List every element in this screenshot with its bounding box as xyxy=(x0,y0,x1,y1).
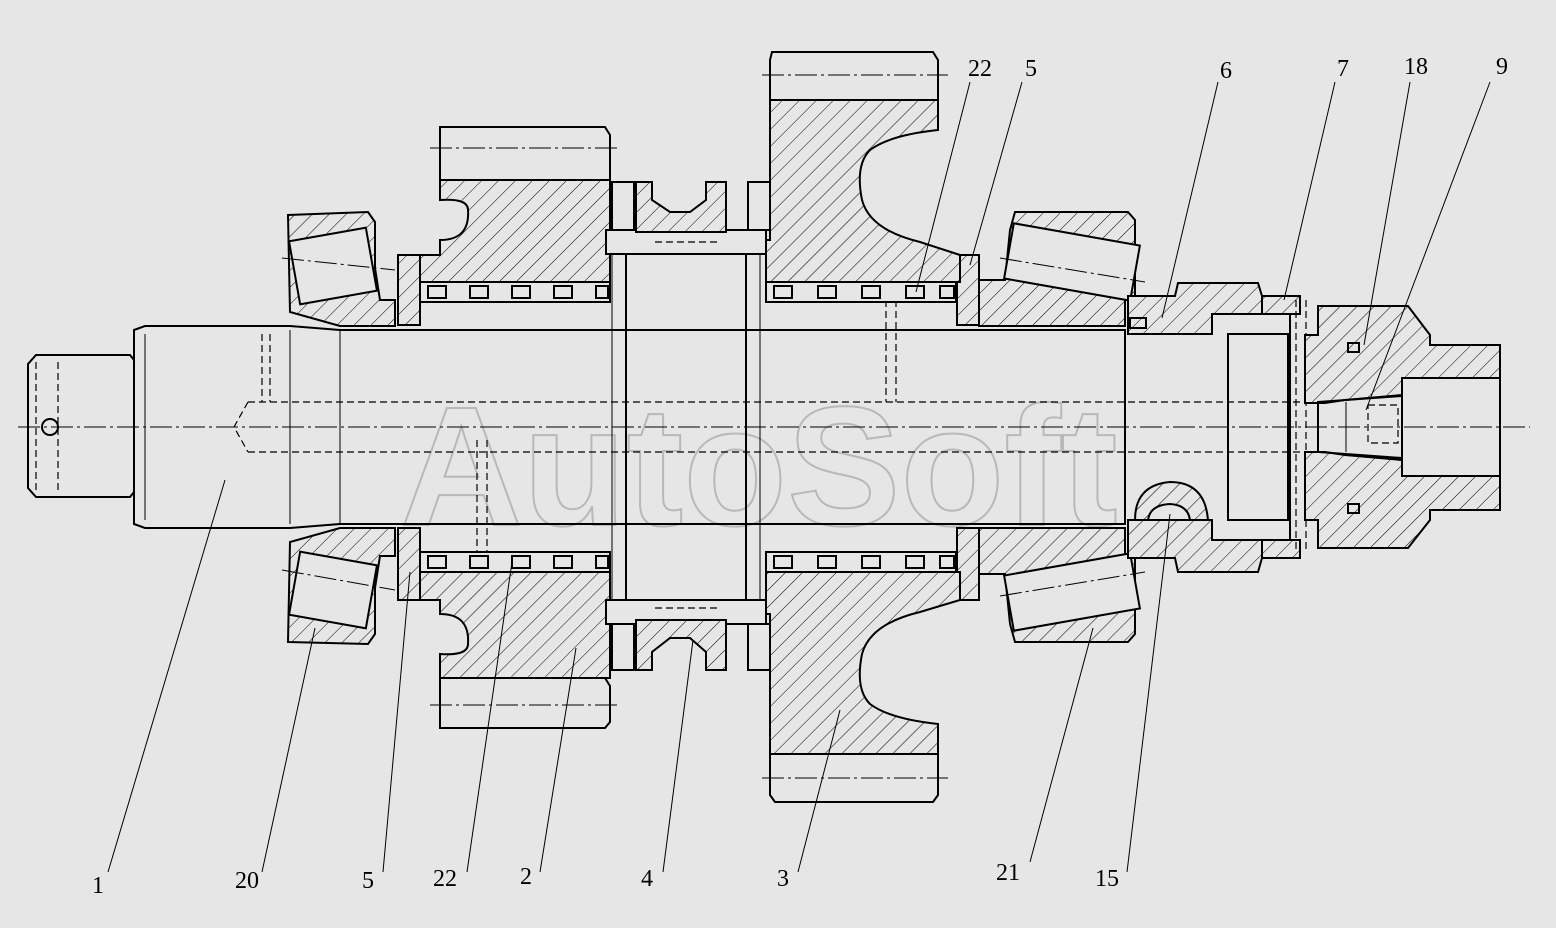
callout-21: 21 xyxy=(996,860,1020,886)
callout-4: 4 xyxy=(641,866,653,892)
leader-lines xyxy=(107,81,1491,873)
fitting-7 xyxy=(1212,295,1307,559)
lock-washer-15 xyxy=(1133,480,1210,521)
washer-5-left-top xyxy=(397,254,421,326)
callout-18: 18 xyxy=(1404,54,1428,80)
callout-1: 1 xyxy=(92,873,104,899)
needle-bearing-22-right xyxy=(765,281,957,573)
callout-2: 2 xyxy=(520,864,532,890)
gear-2 xyxy=(419,126,620,729)
callout-20: 20 xyxy=(235,868,259,894)
gear-3 xyxy=(762,51,961,803)
callout-5-bottom: 5 xyxy=(362,868,374,894)
needle-bearing-22-left xyxy=(419,281,611,573)
callout-6: 6 xyxy=(1220,58,1232,84)
callout-15: 15 xyxy=(1095,866,1119,892)
connector-9 xyxy=(1304,305,1501,549)
callout-labels: 1 20 5 22 2 4 3 21 15 22 5 6 7 18 9 xyxy=(92,54,1508,899)
callout-22-bottom: 22 xyxy=(433,866,457,892)
left-bearing-20 xyxy=(281,210,396,646)
right-bearing-21 xyxy=(978,211,1146,643)
callout-9: 9 xyxy=(1496,54,1508,80)
callout-3: 3 xyxy=(777,866,789,892)
shaft-1 xyxy=(27,300,1320,555)
callout-5-top: 5 xyxy=(1025,56,1037,82)
callout-7: 7 xyxy=(1337,56,1349,82)
callout-22-top: 22 xyxy=(968,56,992,82)
washer-5-left-bottom xyxy=(397,527,421,601)
